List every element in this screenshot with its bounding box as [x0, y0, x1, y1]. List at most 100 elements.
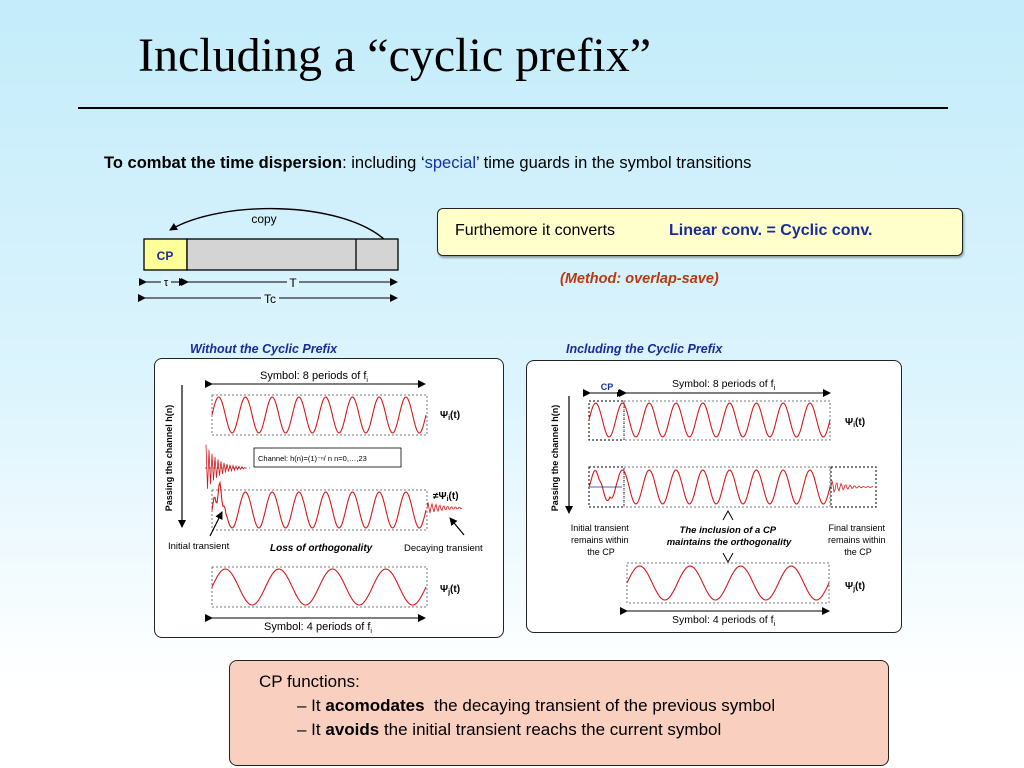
left-wave-received	[211, 480, 427, 529]
right-panel-title: Including the Cyclic Prefix	[566, 342, 723, 356]
channel-label: Channel: h(n)=(1)⁻ⁿ/ n n=0,…,23	[258, 454, 367, 463]
decaying-transient-label: Decaying transient	[404, 543, 483, 554]
left-psi-j-suffix: (t)	[450, 584, 460, 595]
right-psi-i-suffix: (t)	[855, 417, 865, 428]
t-label-bg	[287, 276, 299, 288]
intro-highlight: special	[424, 154, 476, 172]
inclusion-note-l1: The inclusion of a CP	[680, 525, 777, 536]
right-initial-transient: Initial transient remains within the CP	[571, 523, 632, 557]
slide-title: Including a “cyclic prefix”	[138, 29, 652, 82]
left-axis-label: Passing the channel h(n)	[164, 405, 174, 512]
cp-function-1-prefix: – It	[297, 696, 326, 715]
tc-label-bg	[261, 292, 279, 304]
left-initial-transient: Initial transient	[168, 541, 230, 552]
intro-text-2: ’ time guards in the symbol transitions	[476, 154, 752, 172]
cp-function-2-bold: avoids	[325, 720, 380, 739]
right-psi-i-sub: i	[853, 422, 855, 429]
conversion-highlight: Linear conv. = Cyclic conv.	[669, 222, 873, 239]
conversion-box: Furthemore it converts Linear conv. = Cy…	[437, 208, 963, 256]
inclusion-down-arrow	[722, 552, 734, 564]
right-cp-bg	[598, 381, 618, 392]
cp-block	[143, 238, 188, 271]
right-psi-j-label: Ψj(t)	[845, 581, 865, 593]
left-symbol-bottom-sub: i	[370, 628, 372, 635]
right-psi-j-symbol: Ψ	[845, 581, 853, 592]
cp-functions-box: CP functions: – It acomodates the decayi…	[229, 660, 889, 766]
method-note: (Method: overlap-save)	[560, 271, 719, 287]
left-psi-j-symbol: Ψ	[440, 584, 448, 595]
initial-transient-pointer	[209, 511, 223, 537]
left-panel-title: Without the Cyclic Prefix	[190, 342, 338, 356]
right-wave-psi-i	[588, 402, 831, 438]
copy-arrow	[169, 207, 386, 241]
right-final-transient: Final transient remains within the CP	[828, 523, 888, 557]
right-symbol-top-label: Symbol: 8 periods of fi	[672, 378, 776, 392]
channel-impulse-response	[205, 444, 246, 489]
left-psi-j-label: Ψj(t)	[440, 584, 460, 596]
right-final-transient-l2: remains within	[828, 535, 886, 545]
right-final-transient-wave	[830, 480, 873, 494]
right-symbol-bottom-bg	[667, 613, 791, 626]
cp-function-2-rest: the initial transient reachs the current…	[379, 720, 722, 739]
left-not-psi-symbol: ≠Ψ	[433, 491, 447, 502]
right-psi-j-suffix: (t)	[855, 581, 865, 592]
right-psi-i-label: Ψi(t)	[845, 417, 865, 429]
left-not-psi-sub: i	[447, 496, 449, 503]
intro-text: To combat the time dispersion: including…	[104, 154, 751, 173]
left-decaying-transient	[426, 502, 463, 514]
right-final-transient-l1: Final transient	[828, 523, 885, 533]
left-not-psi-suffix: (t)	[449, 491, 459, 502]
left-wave-psi-i	[211, 396, 427, 434]
intro-text-1: : including ‘	[342, 154, 425, 172]
left-symbol-top-label: Symbol: 8 periods of fi	[260, 370, 368, 384]
left-symbol-bottom-text: Symbol: 4 periods of f	[264, 621, 371, 633]
conversion-prefix: Furthemore it converts	[455, 222, 616, 239]
tau-label-bg	[161, 275, 171, 287]
left-symbol-top-bg	[252, 369, 377, 382]
right-symbol-bottom-text: Symbol: 4 periods of f	[672, 614, 774, 626]
right-symbol-bottom-sub: i	[774, 621, 776, 628]
cp-functions-heading: CP functions:	[259, 672, 360, 691]
symbol-block	[186, 238, 399, 271]
cp-function-1: – It acomodates the decaying transient o…	[297, 696, 775, 716]
right-initial-transient-l2: remains within	[571, 535, 629, 545]
cp-function-2: – It avoids the initial transient reachs…	[297, 720, 721, 740]
inclusion-note: The inclusion of a CP maintains the orth…	[667, 525, 792, 548]
inclusion-note-l2: maintains the orthogonality	[667, 537, 792, 548]
left-psi-j-sub: j	[447, 589, 450, 596]
right-initial-transient-l1: Initial transient	[571, 523, 630, 533]
left-symbol-top-sub: i	[366, 377, 368, 384]
cp-function-1-bold: acomodates	[325, 696, 425, 715]
copy-label: copy	[251, 212, 276, 226]
left-psi-i-suffix: (t)	[450, 410, 460, 421]
inclusion-up-arrow	[722, 509, 734, 521]
t-label: T	[289, 276, 297, 290]
left-wave-psi-j	[211, 568, 427, 606]
right-symbol-top-sub: i	[774, 385, 776, 392]
channel-box	[253, 447, 402, 468]
left-not-psi-label: ≠Ψi(t)	[433, 491, 459, 503]
left-symbol-top-text: Symbol: 8 periods of f	[260, 370, 367, 382]
left-symbol-bottom-label: Symbol: 4 periods of fi	[264, 621, 372, 635]
right-psi-i-symbol: Ψ	[845, 417, 853, 428]
left-psi-i-sub: i	[448, 415, 450, 422]
intro-bold: To combat the time dispersion	[104, 154, 343, 172]
right-symbol-bottom-label: Symbol: 4 periods of fi	[672, 614, 776, 628]
left-symbol-bottom-bg	[258, 620, 383, 633]
cp-label: CP	[157, 249, 174, 263]
cp-function-1-rest: the decaying transient of the previous s…	[424, 696, 776, 715]
right-symbol-top-bg	[667, 377, 791, 390]
right-axis-label: Passing the channel h(n)	[550, 405, 560, 512]
right-wave-psi-j	[626, 565, 830, 601]
title-rule	[78, 107, 948, 109]
left-psi-i-label: Ψi(t)	[440, 410, 460, 422]
right-symbol-top-text: Symbol: 8 periods of f	[672, 378, 774, 390]
right-initial-transient-l3: the CP	[587, 547, 615, 557]
tau-label: τ	[164, 277, 169, 289]
right-wave-received	[588, 469, 831, 505]
right-psi-j-sub: j	[852, 586, 855, 593]
right-cp-label: CP	[601, 382, 614, 392]
right-final-transient-l3: the CP	[844, 547, 872, 557]
left-psi-i-symbol: Ψ	[440, 410, 448, 421]
